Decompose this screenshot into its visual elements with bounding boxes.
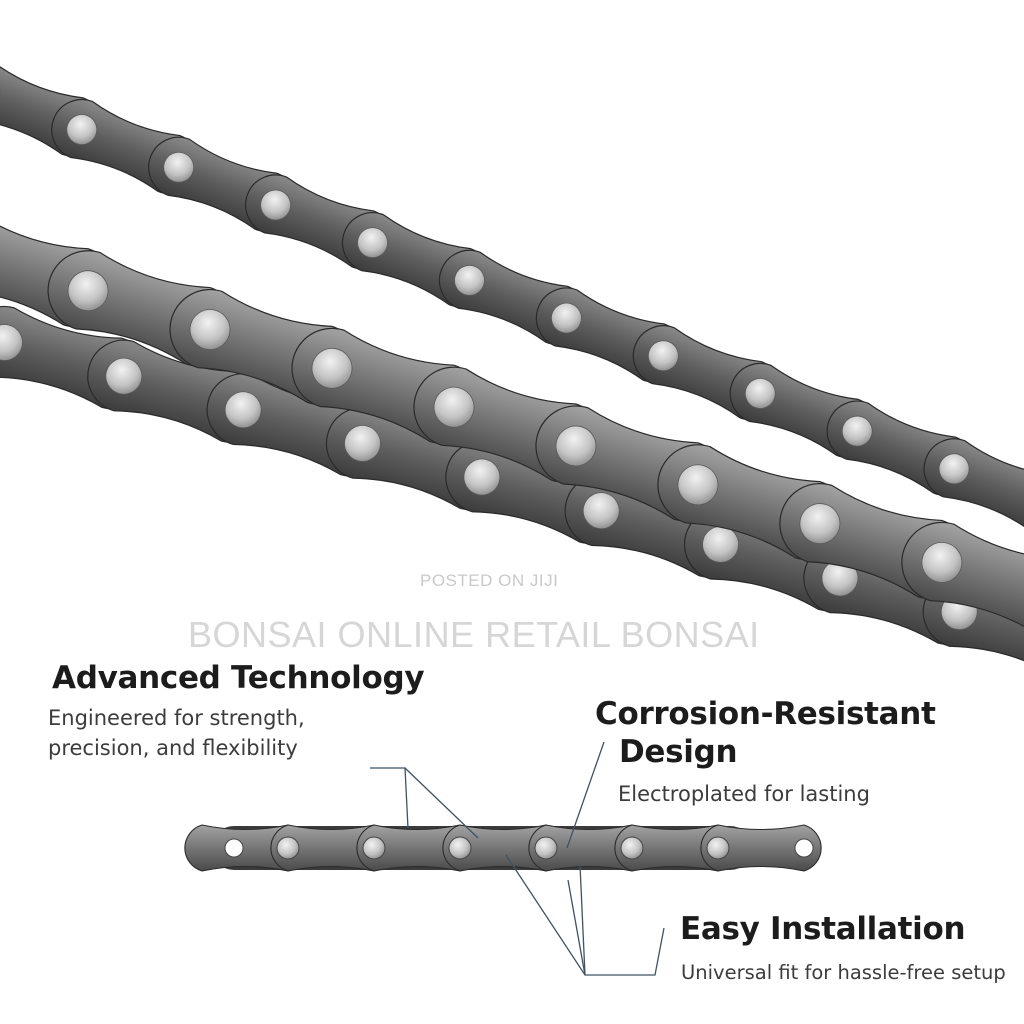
chain-segment-pin — [706, 836, 730, 860]
leader-easy-installation-3 — [579, 864, 586, 976]
lower-chain-front-strand — [0, 211, 1024, 638]
feature-title-advanced-technology: Advanced Technology — [52, 660, 425, 696]
upper-chain-strand — [0, 61, 1024, 534]
chain-segment-diagram — [184, 824, 822, 872]
leader-easy-installation-1 — [505, 854, 665, 976]
feature-title-corrosion-resistant-line2: Design — [619, 734, 738, 770]
lower-chain-back-strand — [0, 305, 1024, 679]
chain-segment-pin — [276, 836, 300, 860]
watermark-posted-on: POSTED ON JIJI — [420, 571, 559, 590]
feature-desc-advanced-technology-line2: precision, and flexibility — [48, 736, 298, 760]
leader-advanced-technology-2 — [404, 767, 479, 839]
chain-segment-end-hole — [794, 838, 814, 858]
chain-segment-end-hole — [224, 838, 244, 858]
chain-segment-pin — [362, 836, 386, 860]
leader-corrosion-resistant — [566, 741, 605, 849]
chain-segment-pin — [448, 836, 472, 860]
leader-advanced-technology — [370, 767, 409, 829]
watermark-seller: BONSAI ONLINE RETAIL BONSAI — [188, 614, 760, 655]
feature-desc-advanced-technology-line1: Engineered for strength, — [48, 706, 305, 730]
chain-segment-pin — [620, 836, 644, 860]
callout-leader-lines — [370, 741, 665, 976]
chain-segment-plate — [700, 824, 822, 872]
feature-desc-corrosion-resistant: Electroplated for lasting — [618, 782, 870, 806]
lower-chain-front-link — [901, 521, 1024, 638]
feature-title-corrosion-resistant-line1: Corrosion-Resistant — [595, 696, 936, 732]
upper-chain-link — [923, 438, 1024, 534]
chain-segment-pin — [534, 836, 558, 860]
leader-easy-installation-2 — [567, 879, 586, 976]
feature-desc-easy-installation: Universal fit for hassle-free setup — [681, 961, 1006, 984]
feature-title-easy-installation: Easy Installation — [680, 911, 966, 947]
